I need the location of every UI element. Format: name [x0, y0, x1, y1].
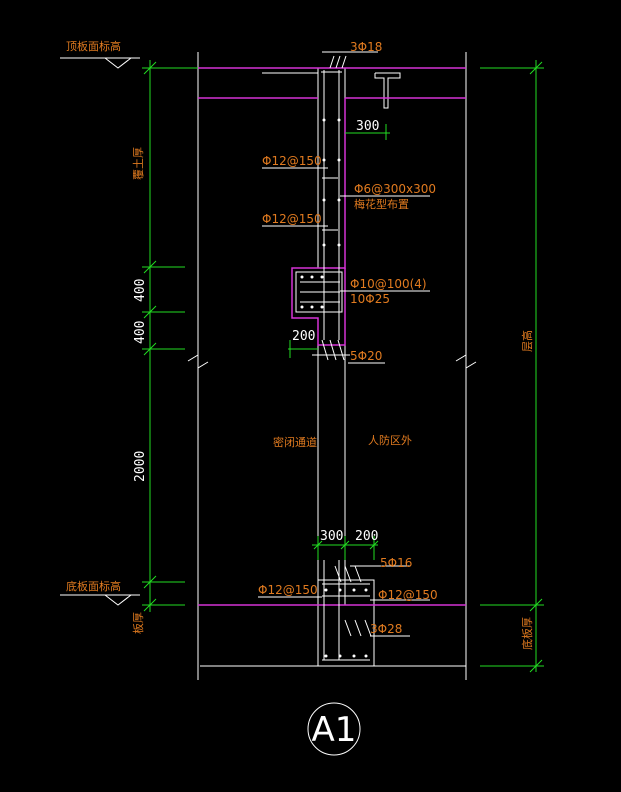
dim-base-width: 300: [320, 529, 343, 544]
note-wall-bars-upper: Φ12@150: [262, 154, 322, 168]
bottom-slab-elevation-label: 底板面标高: [66, 579, 121, 593]
dim-beam-ext: 200: [292, 329, 315, 344]
elevation-symbol-top: [60, 57, 140, 69]
note-base-top: 5Φ16: [380, 556, 412, 570]
cover-soil-label: 覆土厚: [132, 147, 145, 180]
dim-beam-depth-2: 400: [133, 321, 148, 344]
slab-outline: [198, 67, 466, 606]
slab-thickness-right-label: 底板厚: [520, 617, 534, 650]
outside-civil-defense-label: 人防区外: [368, 433, 412, 447]
note-tie-bars: Φ6@300x300: [354, 182, 436, 196]
floor-height-label: 层高: [520, 330, 534, 352]
note-beam-bottom: 5Φ20: [350, 349, 382, 363]
dimension-lines: [142, 60, 544, 673]
note-stirrups: Φ10@100(4): [350, 277, 427, 291]
note-top-bars: 3Φ18: [350, 40, 382, 54]
note-tie-bars-pattern: 梅花型布置: [354, 197, 409, 211]
note-wall-bars-lower: Φ12@150: [262, 212, 322, 226]
dim-lower-height: 2000: [133, 451, 148, 482]
note-base-left: Φ12@150: [258, 583, 318, 597]
rebar-detail: [295, 55, 372, 661]
rebar-dots: [300, 118, 368, 658]
leader-lines: [258, 51, 430, 637]
note-base-right: Φ12@150: [378, 588, 438, 602]
elevation-symbol-bottom: [60, 594, 140, 606]
dim-wall-thick-upper: 300: [356, 119, 379, 134]
airtight-passage-label: 密闭通道: [273, 435, 317, 449]
note-base-bottom: 3Φ28: [370, 622, 402, 636]
structure-outline: [187, 52, 477, 680]
slab-thickness-left-label: 板厚: [131, 612, 145, 634]
dim-base-ext: 200: [355, 529, 378, 544]
note-beam-main: 10Φ25: [350, 292, 390, 306]
dim-beam-depth-1: 400: [133, 279, 148, 302]
top-slab-elevation-label: 顶板面标高: [66, 39, 121, 53]
section-tag: A1: [307, 702, 361, 756]
section-tag-label: A1: [312, 710, 357, 750]
